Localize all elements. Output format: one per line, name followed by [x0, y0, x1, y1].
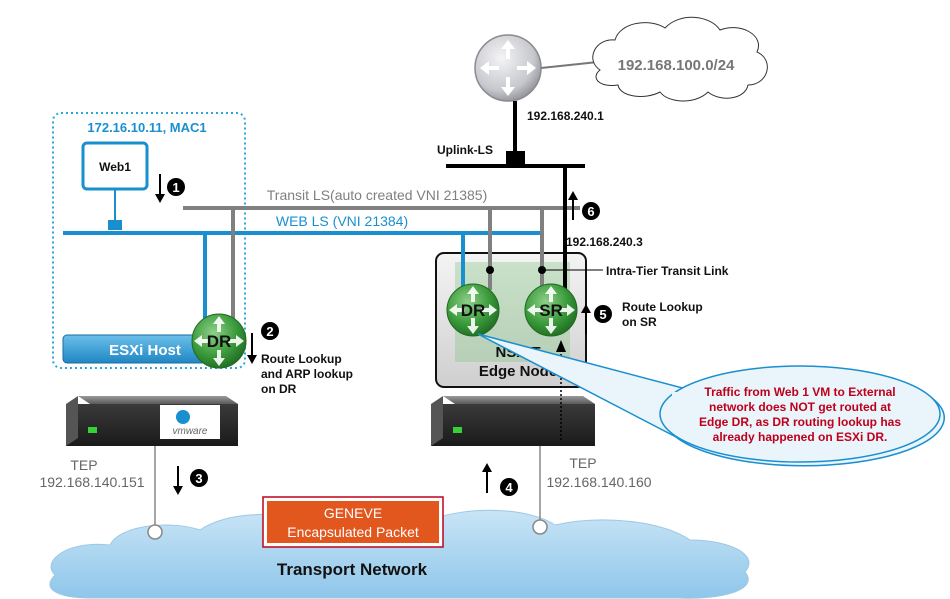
geneve-line1: GENEVE — [324, 505, 382, 521]
step-4-num: 4 — [505, 480, 513, 495]
esxi-host-bar: ESXi Host — [62, 334, 219, 364]
step-1-num: 1 — [172, 180, 179, 195]
intra-tier-dot-sr — [538, 266, 546, 274]
external-router-ip: 192.168.240.1 — [527, 109, 604, 123]
step-6: 6 — [568, 191, 600, 220]
intra-tier-dot-dr — [486, 266, 494, 274]
step-3: 3 — [173, 466, 208, 495]
transport-network-label: Transport Network — [277, 560, 428, 579]
step-1: 1 — [155, 174, 185, 203]
external-network-label: 192.168.100.0/24 — [618, 57, 735, 74]
step-2: 2 Route Lookup and ARP lookup on DR — [247, 322, 353, 396]
packet-path-arrowhead — [556, 340, 566, 352]
uplink-ls-port — [506, 151, 525, 166]
sr-uplink-ip: 192.168.240.3 — [566, 235, 643, 249]
step-5: 5 Route Lookup on SR — [581, 300, 703, 334]
edge-server — [431, 396, 595, 446]
callout-bubble: Traffic from Web 1 VM to External networ… — [477, 333, 945, 467]
step-6-num: 6 — [587, 204, 594, 219]
edge-dr-router: DR — [446, 283, 500, 337]
esxi-server: vmware — [66, 396, 238, 446]
step-5-num: 5 — [599, 307, 606, 322]
step-2-num: 2 — [266, 324, 273, 339]
esxi-tep-ip: 192.168.140.151 — [39, 474, 144, 490]
callout-line3: Edge DR, as DR routing lookup has — [699, 415, 901, 429]
callout-line1: Traffic from Web 1 VM to External — [704, 385, 895, 399]
transit-ls-label: Transit LS(auto created VNI 21385) — [267, 187, 488, 203]
intra-tier-label: Intra-Tier Transit Link — [606, 264, 729, 278]
step-4: 4 — [482, 463, 518, 496]
vm-ip-mac: 172.16.10.11, MAC1 — [87, 120, 206, 135]
callout-line2: network does NOT get routed at — [709, 400, 891, 414]
edge-sr-router: SR — [524, 283, 578, 337]
step-2-text-line2: and ARP lookup — [261, 367, 353, 381]
step-3-num: 3 — [195, 471, 202, 486]
step-5-text-line2: on SR — [622, 315, 657, 329]
geneve-packet-box: GENEVE Encapsulated Packet — [262, 496, 444, 548]
edge-node-label-line2: Edge Node — [479, 363, 557, 380]
edge-sr-label: SR — [539, 301, 563, 320]
step-5-text-line1: Route Lookup — [622, 300, 703, 314]
vmware-logo-text: vmware — [172, 426, 207, 437]
step-2-text-line1: Route Lookup — [261, 352, 342, 366]
edge-tep-label: TEP — [569, 455, 596, 471]
step-2-text-line3: on DR — [261, 382, 297, 396]
uplink-ls-label: Uplink-LS — [437, 143, 493, 157]
geneve-line2: Encapsulated Packet — [287, 524, 419, 540]
web-ls-label: WEB LS (VNI 21384) — [276, 213, 408, 229]
external-network-cloud: 192.168.100.0/24 — [592, 16, 768, 102]
external-router — [474, 34, 542, 102]
esxi-dr-router: DR — [191, 313, 247, 369]
external-router-cloud-link — [540, 61, 599, 69]
edge-tep-port — [532, 519, 548, 535]
esxi-dr-label: DR — [207, 332, 232, 351]
esxi-tep-port — [147, 524, 163, 540]
callout-line4: already happened on ESXi DR. — [713, 430, 888, 444]
edge-dr-label: DR — [461, 301, 486, 320]
web1-vm-label: Web1 — [99, 160, 131, 174]
esxi-host-label: ESXi Host — [109, 342, 181, 359]
esxi-tep-label: TEP — [70, 457, 97, 473]
web1-vm: Web1 — [81, 141, 149, 230]
edge-tep-ip: 192.168.140.160 — [546, 474, 651, 490]
